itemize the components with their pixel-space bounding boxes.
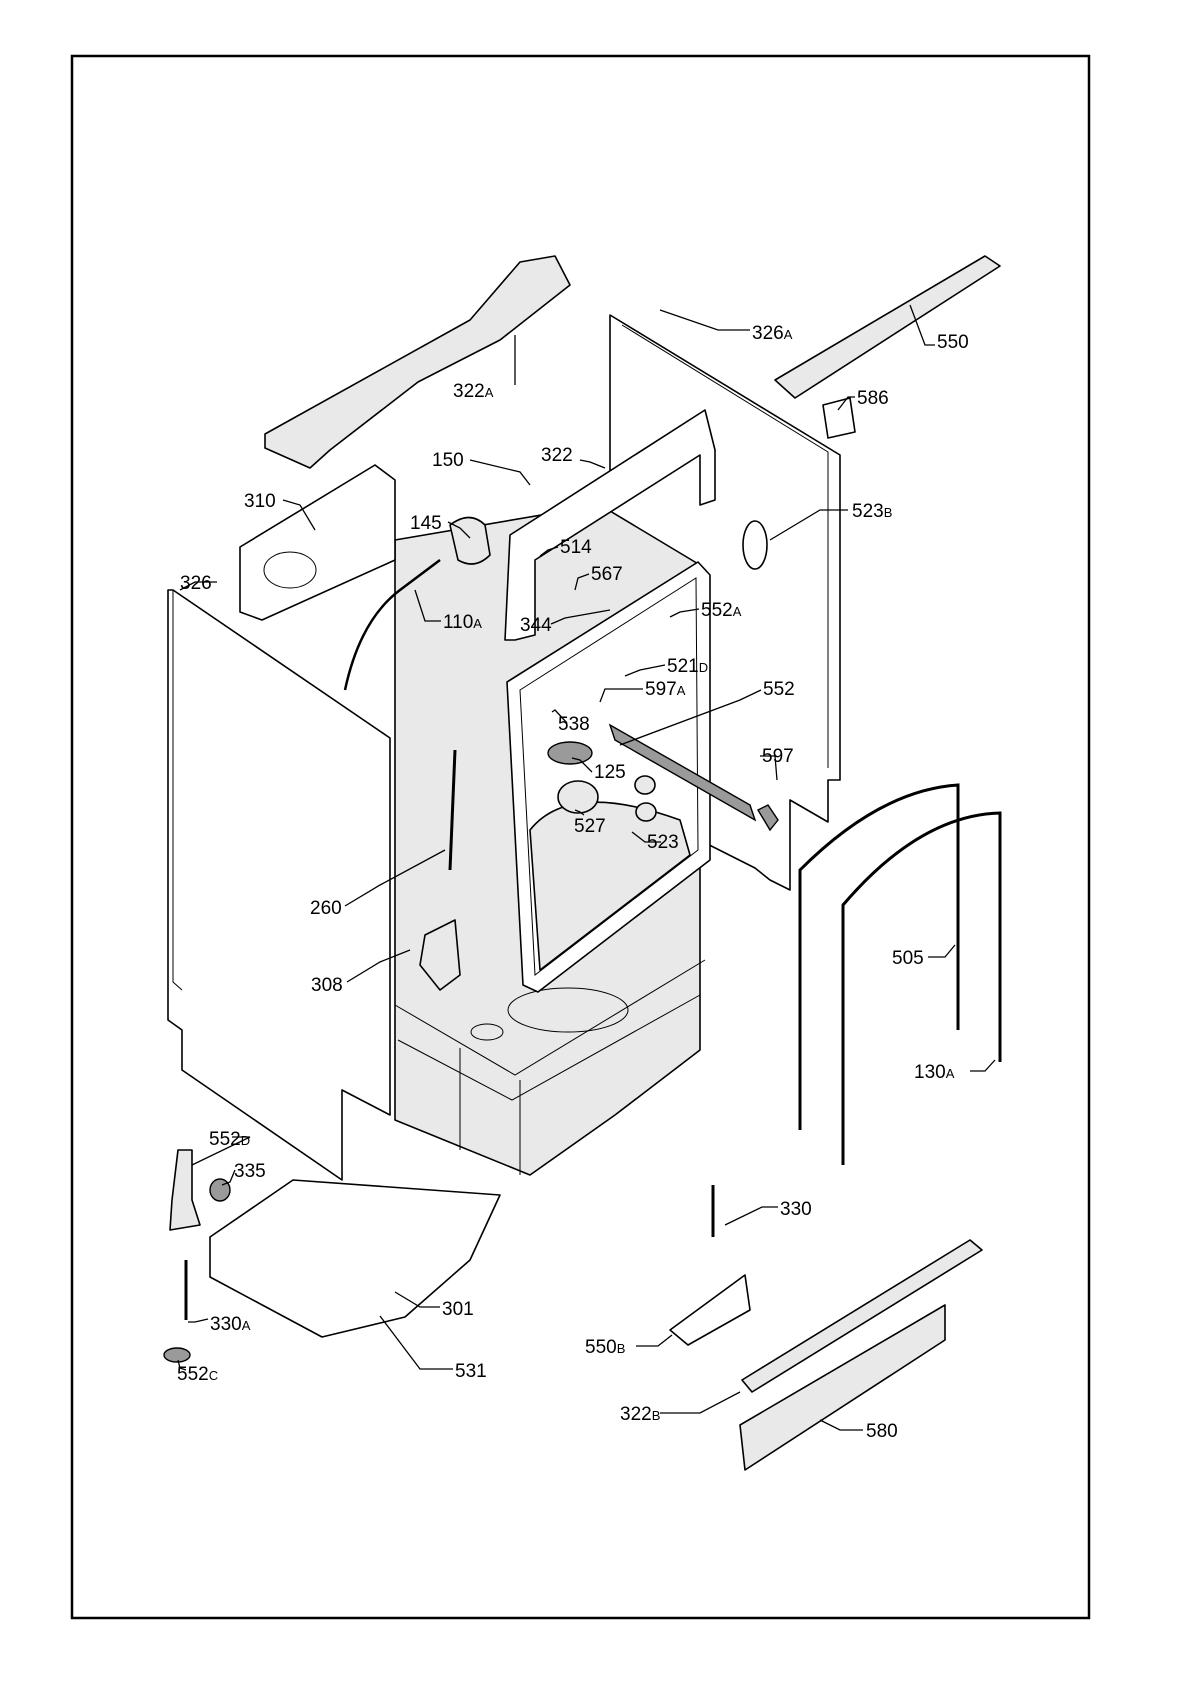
label-552: 552 bbox=[763, 679, 795, 700]
label-523b: 523B bbox=[852, 501, 892, 522]
top-rail-322a bbox=[265, 256, 570, 468]
part-drawings bbox=[164, 256, 1000, 1470]
label-310: 310 bbox=[244, 491, 276, 512]
bracket-550b bbox=[670, 1275, 750, 1345]
bracket-586 bbox=[823, 398, 855, 438]
label-586: 586 bbox=[857, 388, 889, 409]
bracket-550 bbox=[775, 256, 1000, 398]
label-330: 330 bbox=[780, 1199, 812, 1220]
label-145: 145 bbox=[410, 513, 442, 534]
label-150: 150 bbox=[432, 450, 464, 471]
label-322: 322 bbox=[541, 445, 573, 466]
label-326a: 326A bbox=[752, 323, 793, 344]
label-567: 567 bbox=[591, 564, 623, 585]
label-125: 125 bbox=[594, 762, 626, 783]
label-130a: 130A bbox=[914, 1062, 955, 1083]
post-552d bbox=[170, 1150, 200, 1230]
label-523: 523 bbox=[647, 832, 679, 853]
side-panel-left bbox=[168, 590, 390, 1180]
label-322a: 322A bbox=[453, 381, 494, 402]
label-580: 580 bbox=[866, 1421, 898, 1442]
gasket-130a bbox=[843, 813, 1000, 1165]
nut-335 bbox=[210, 1179, 230, 1201]
label-552d: 552D bbox=[209, 1129, 250, 1150]
label-527: 527 bbox=[574, 816, 606, 837]
seal-ring-125 bbox=[548, 742, 592, 764]
label-597: 597 bbox=[762, 746, 794, 767]
label-531: 531 bbox=[455, 1361, 487, 1382]
label-597a: 597A bbox=[645, 679, 686, 700]
label-110a: 110A bbox=[443, 612, 482, 633]
label-550b: 550B bbox=[585, 1337, 625, 1358]
label-505: 505 bbox=[892, 948, 924, 969]
filter-grille-310 bbox=[240, 465, 395, 620]
label-552c: 552C bbox=[177, 1364, 218, 1385]
label-260: 260 bbox=[310, 898, 342, 919]
label-326: 326 bbox=[180, 573, 212, 594]
label-322b: 322B bbox=[620, 1404, 660, 1425]
label-538: 538 bbox=[558, 714, 590, 735]
label-521d: 521D bbox=[667, 656, 708, 677]
label-330a: 330A bbox=[210, 1314, 251, 1335]
label-344: 344 bbox=[520, 615, 552, 636]
label-308: 308 bbox=[311, 975, 343, 996]
label-552a: 552A bbox=[701, 600, 742, 621]
label-335: 335 bbox=[234, 1161, 266, 1182]
washer-552c bbox=[164, 1348, 190, 1362]
label-514: 514 bbox=[560, 537, 592, 558]
label-301: 301 bbox=[442, 1299, 474, 1320]
grommet-523b bbox=[743, 521, 767, 569]
part-527 bbox=[558, 781, 598, 813]
label-550: 550 bbox=[937, 332, 969, 353]
